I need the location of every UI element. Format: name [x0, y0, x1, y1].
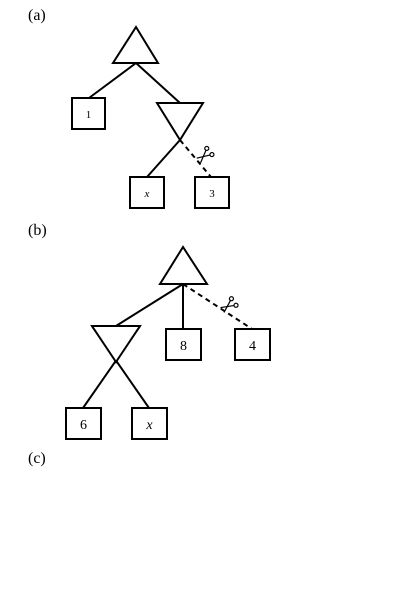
scissors-icon [220, 296, 239, 313]
leaf-a-1-label: 1 [86, 109, 92, 121]
leaf-box-a-1 [71, 97, 106, 130]
leaf-a-x-label: x [144, 188, 150, 200]
cut-edge-b-root-to-4 [182, 283, 253, 330]
panel-b: (b) 8 4 6 x [28, 222, 271, 440]
leaf-box-a-x [129, 176, 165, 209]
leaf-b-8-label: 8 [180, 339, 187, 354]
panel-b-label: (b) [28, 222, 47, 239]
panel-a: (a) 1 x 3 [28, 7, 230, 209]
cut-edge-a-v-to-3 [179, 139, 212, 178]
triangle-up-node [111, 25, 160, 64]
leaf-box-b-x [131, 407, 168, 440]
panel-c-label: (c) [28, 450, 46, 467]
panel-a-label: (a) [28, 7, 46, 24]
leaf-box-a-3 [194, 176, 230, 209]
leaf-a-3-label: 3 [209, 188, 215, 200]
edge-a-root-to-1 [88, 62, 137, 99]
edge-a-root-to-v [135, 62, 181, 104]
panel-c: (c) [28, 450, 46, 467]
leaf-b-x-label: x [145, 418, 153, 433]
triangle-down-node [90, 325, 142, 364]
leaf-box-b-8 [165, 328, 202, 361]
triangle-down-node [155, 102, 205, 142]
leaf-b-4-label: 4 [249, 339, 256, 354]
edge-b-root-to-v [115, 283, 184, 327]
leaf-b-6-label: 6 [80, 418, 87, 433]
scissors-icon [196, 145, 215, 164]
edge-a-v-to-x [146, 139, 181, 178]
leaf-box-b-6 [65, 407, 102, 440]
leaf-box-b-4 [234, 328, 271, 361]
triangle-up-node [158, 245, 209, 285]
